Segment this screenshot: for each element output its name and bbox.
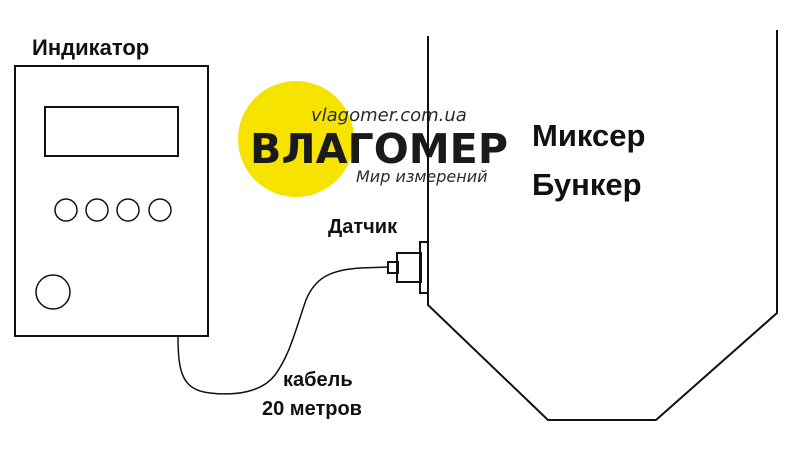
sensor-body bbox=[396, 252, 422, 283]
indicator-display bbox=[44, 106, 179, 157]
indicator-button-1 bbox=[54, 198, 78, 222]
indicator-button-4 bbox=[148, 198, 172, 222]
sensor bbox=[387, 241, 429, 294]
cable-label-line2: 20 метров bbox=[262, 398, 362, 420]
logo-tagline: Мир измерений bbox=[356, 167, 488, 186]
bunker-label: Бункер bbox=[532, 167, 642, 202]
mixer-label: Миксер bbox=[532, 118, 645, 153]
bunker-outline bbox=[427, 30, 778, 421]
logo-url: vlagomer.com.ua bbox=[311, 105, 467, 126]
indicator-body bbox=[14, 65, 209, 337]
cable bbox=[177, 266, 389, 395]
indicator-device bbox=[14, 65, 209, 337]
logo-circle bbox=[238, 81, 354, 197]
logo-wordmark: ВЛАГОМЕР bbox=[250, 125, 508, 173]
sensor-label: Датчик bbox=[328, 216, 398, 238]
cable-label-line1: кабель bbox=[283, 369, 353, 391]
indicator-button-2 bbox=[85, 198, 109, 222]
indicator-knob bbox=[35, 274, 71, 310]
indicator-label: Индикатор bbox=[32, 35, 149, 60]
indicator-button-3 bbox=[116, 198, 140, 222]
